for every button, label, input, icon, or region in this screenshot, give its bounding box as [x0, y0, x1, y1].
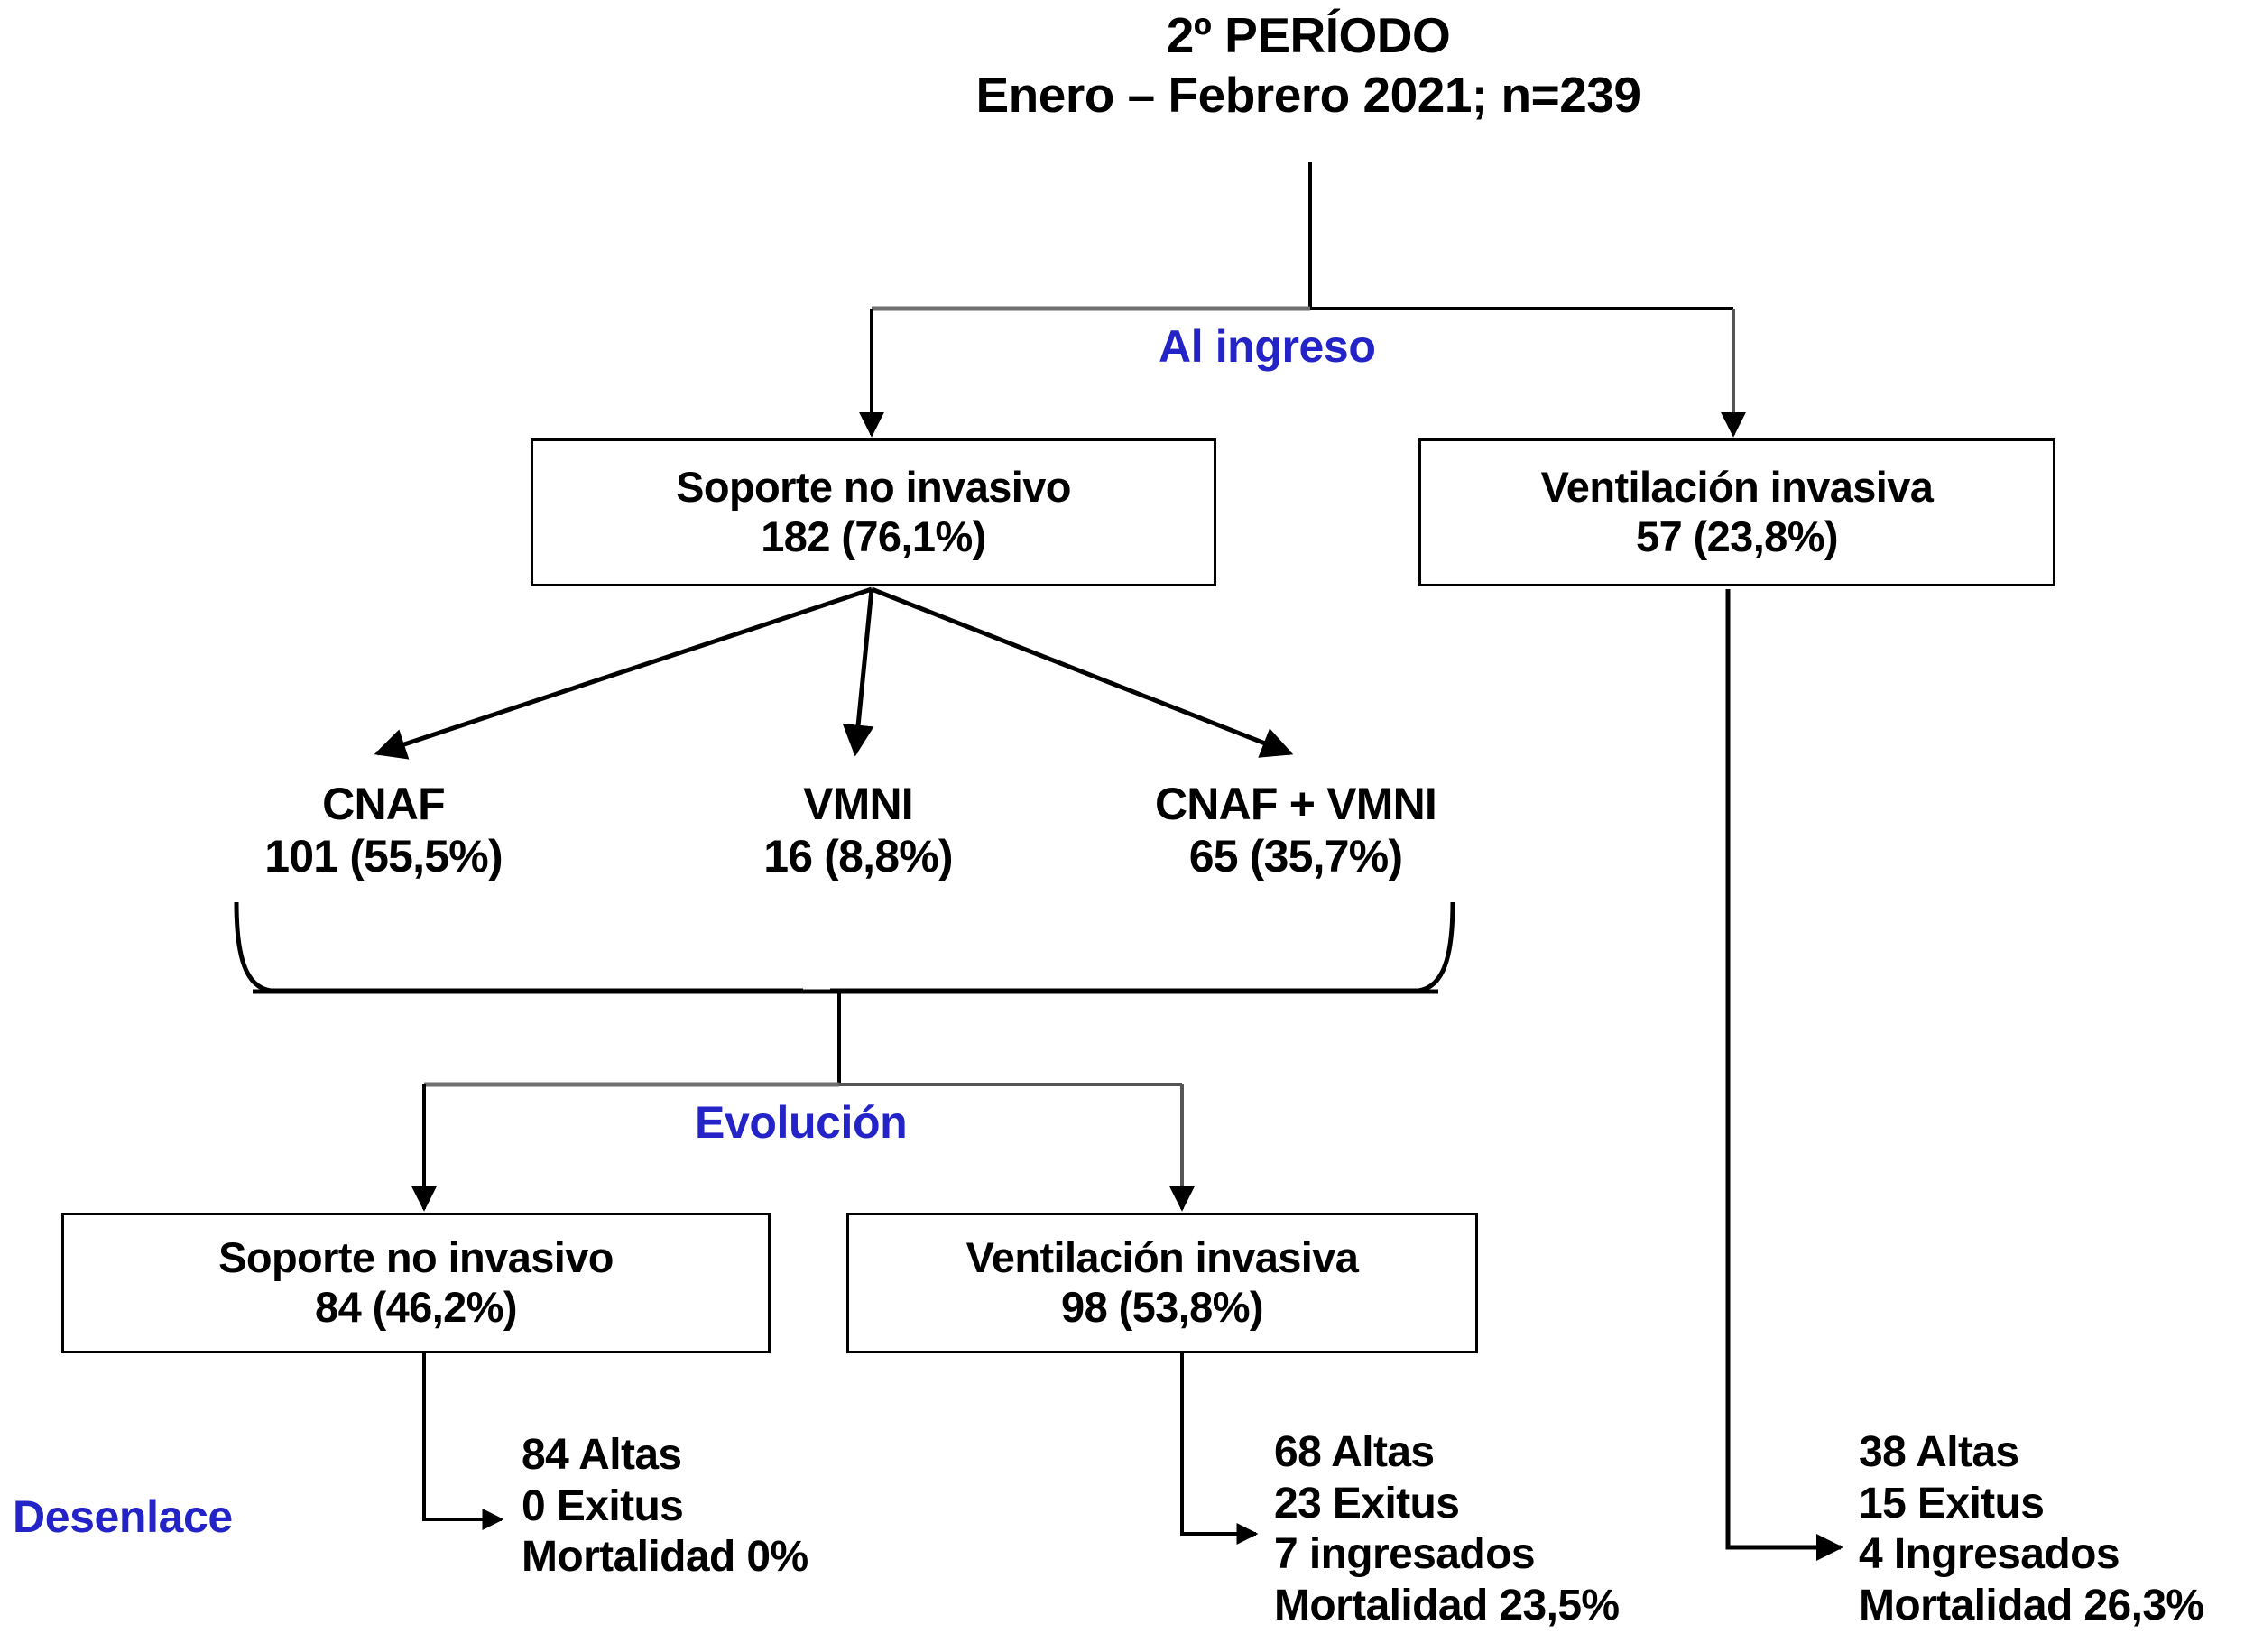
edge-fan-vmni [842, 588, 874, 757]
node-soporte-no-invasivo[interactable]: Soporte no invasivo 182 (76,1%) [531, 438, 1216, 586]
node-value: 65 (35,7%) [1188, 831, 1403, 881]
stage-label-admission: Al ingreso [1159, 321, 1376, 372]
page-title: 2º PERÍODO Enero – Febrero 2021; n=239 [577, 5, 2039, 125]
stage-label-outcome: Desenlace [13, 1491, 233, 1542]
node-label: Ventilación invasiva [1540, 463, 1934, 512]
stage-label-evolution: Evolución [695, 1097, 908, 1148]
outcome-mortalidad: Mortalidad 0% [522, 1533, 808, 1582]
node-value: 57 (23,8%) [1636, 512, 1839, 560]
outcome-mortalidad: Mortalidad 26,3% [1859, 1581, 2204, 1629]
edge-fan-cnaf [374, 586, 873, 760]
node-label: Soporte no invasivo [676, 463, 1071, 512]
node-cnaf-vmni[interactable]: CNAF + VMNI 65 (35,7%) [1115, 767, 1476, 893]
edge-modality-brace [234, 901, 1455, 993]
node-value: 101 (55,5%) [264, 831, 503, 881]
node-value: 16 (8,8%) [763, 831, 953, 881]
outcome-exitus: 23 Exitus [1274, 1479, 1460, 1527]
outcome-altas: 84 Altas [522, 1431, 682, 1479]
node-label: Ventilación invasiva [965, 1233, 1359, 1282]
outcome-evo-ventilacion: 68 Altas 23 Exitus 7 ingresados Mortalid… [1274, 1427, 1620, 1632]
node-label: CNAF + VMNI [1154, 779, 1437, 829]
edge-outcome-ventilacion-ingreso [1725, 589, 1843, 1561]
outcome-ventilacion-ingreso: 38 Altas 15 Exitus 4 Ingresados Mortalid… [1859, 1427, 2204, 1632]
outcome-altas: 38 Altas [1859, 1428, 2019, 1476]
outcome-mortalidad: Mortalidad 23,5% [1274, 1581, 1620, 1629]
outcome-ingresados: 7 ingresados [1274, 1530, 1536, 1579]
edge-fan-cnaf-vmni [871, 586, 1294, 758]
outcome-ingresados: 4 Ingresados [1859, 1530, 2120, 1579]
node-value: 98 (53,8%) [1061, 1283, 1264, 1331]
node-ventilacion-invasiva[interactable]: Ventilación invasiva 57 (23,8%) [1418, 438, 2055, 586]
title-line-2: Enero – Febrero 2021; n=239 [975, 67, 1641, 123]
outcome-exitus: 15 Exitus [1859, 1479, 2045, 1527]
node-value: 182 (76,1%) [761, 512, 986, 560]
node-cnaf[interactable]: CNAF 101 (55,5%) [217, 767, 550, 893]
node-vmni[interactable]: VMNI 16 (8,8%) [691, 767, 1025, 893]
node-evo-soporte-no-invasivo[interactable]: Soporte no invasivo 84 (46,2%) [61, 1213, 771, 1353]
node-label: Soporte no invasivo [218, 1233, 614, 1282]
node-value: 84 (46,2%) [315, 1283, 518, 1331]
node-evo-ventilacion-invasiva[interactable]: Ventilación invasiva 98 (53,8%) [846, 1213, 1478, 1353]
outcome-soporte: 84 Altas 0 Exitus Mortalidad 0% [522, 1430, 808, 1583]
edge-outcome-evo-ventilacion [1180, 1353, 1259, 1545]
edge-outcome-soporte [422, 1353, 504, 1530]
outcome-altas: 68 Altas [1274, 1428, 1435, 1476]
outcome-exitus: 0 Exitus [522, 1481, 684, 1530]
node-label: VMNI [803, 779, 914, 829]
title-line-1: 2º PERÍODO [1166, 7, 1451, 63]
node-label: CNAF [322, 779, 445, 829]
